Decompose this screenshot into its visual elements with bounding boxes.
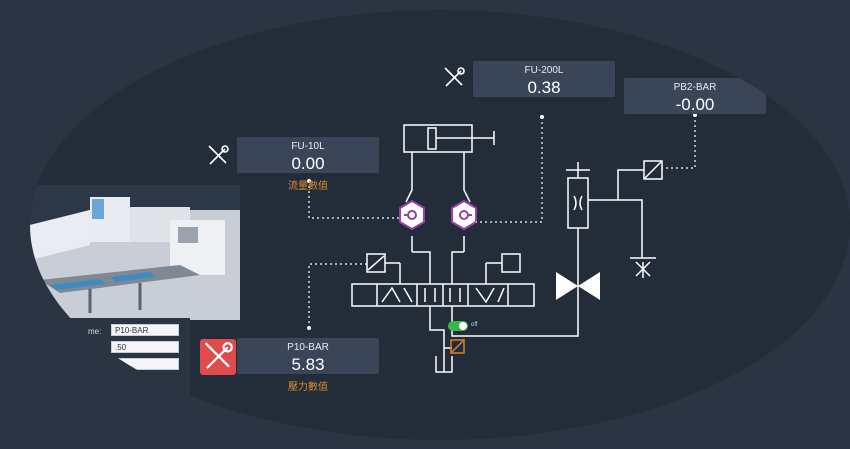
toggle-knob	[459, 322, 467, 330]
toggle-label: off	[471, 322, 478, 328]
alarm-wrench-glyph	[204, 342, 233, 369]
sensor-fu10l-label: FU-10L	[291, 141, 325, 152]
pressure-value-caption: 壓力數值	[288, 382, 328, 393]
sensor-p10bar-label: P10-BAR	[287, 342, 329, 353]
flow-meter	[567, 177, 589, 229]
sensor-fu200l[interactable]: FU-200L 0.38	[473, 61, 615, 97]
check-valve-left	[399, 199, 425, 231]
flow-value-caption: 流量數值	[288, 181, 328, 192]
pump-toggle-switch[interactable]	[448, 321, 468, 331]
wrench-screwdriver-icon[interactable]	[441, 65, 467, 91]
sensor-fu10l[interactable]: FU-10L 0.00	[237, 137, 379, 173]
sensor-p10bar-value: 5.83	[291, 355, 325, 374]
sensor-pb2bar[interactable]: PB2-BAR -0.00	[624, 78, 766, 114]
check-valve-right	[451, 199, 477, 231]
sensor-pb2bar-label: PB2-BAR	[673, 82, 717, 93]
sensor-pb2bar-value: -0.00	[675, 95, 715, 114]
alarm-wrench-icon[interactable]	[200, 339, 236, 375]
wrench-screwdriver-icon[interactable]	[205, 143, 231, 169]
sensor-fu10l-value: 0.00	[291, 154, 325, 173]
sensor-fu200l-label: FU-200L	[524, 65, 564, 76]
gate-valve	[556, 272, 578, 300]
sensor-fu200l-value: 0.38	[527, 78, 561, 97]
sensor-p10bar[interactable]: P10-BAR 5.83	[237, 338, 379, 374]
